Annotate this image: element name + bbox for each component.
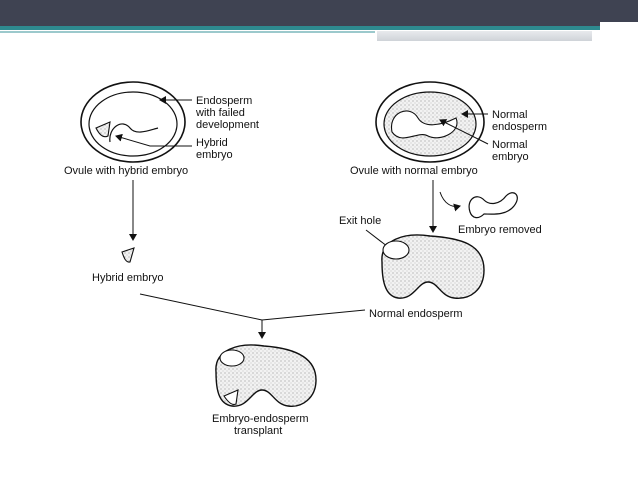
transplant-label-2: transplant <box>234 425 282 437</box>
right-converge-line <box>261 309 366 321</box>
left-endosperm-label-2: with failed <box>195 107 245 119</box>
left-ovule-caption: Ovule with hybrid embryo <box>64 165 188 177</box>
transplanted-hybrid-embryo <box>223 389 239 406</box>
right-embryo-label-2: embryo <box>492 151 529 163</box>
right-embryo-label-1: Normal <box>492 139 527 151</box>
header-accent-line-thin <box>0 31 375 33</box>
hybrid-embryo-label: Hybrid embryo <box>92 272 164 284</box>
hybrid-embryo-in-ovule <box>95 121 111 138</box>
header-accent-block <box>377 31 592 41</box>
exit-hole <box>382 240 410 260</box>
left-endosperm-label-3: development <box>196 119 259 131</box>
removed-normal-embryo <box>468 192 518 219</box>
embryo-removed-arrow <box>439 191 461 212</box>
header-accent-line <box>0 26 600 30</box>
isolated-hybrid-embryo <box>121 247 135 263</box>
left-endosperm-label-1: Endosperm <box>196 95 252 107</box>
right-endosperm-label-2: endosperm <box>492 121 547 133</box>
hybrid-embryo-pointer <box>115 133 192 147</box>
normal-embryo-in-ovule <box>391 110 458 139</box>
normal-endosperm-label: Normal endosperm <box>369 308 463 320</box>
left-embryo-label-1: Hybrid <box>196 137 228 149</box>
normal-endosperm-with-hole <box>381 234 485 299</box>
right-ovule-caption: Ovule with normal embryo <box>350 165 478 177</box>
header-bar <box>0 0 638 26</box>
header-accent-tab <box>600 22 638 34</box>
transplant-label-1: Embryo-endosperm <box>212 413 309 425</box>
normal-embryo-pointer <box>439 119 489 145</box>
embryo-removed-label: Embryo removed <box>458 224 542 236</box>
left-ovule <box>80 81 186 163</box>
exit-hole-label: Exit hole <box>339 215 381 227</box>
right-endosperm-label-1: Normal <box>492 109 527 121</box>
left-converge-line <box>139 293 263 321</box>
right-ovule <box>375 81 485 163</box>
embryo-endosperm-transplant <box>215 344 317 407</box>
left-embryo-label-2: embryo <box>196 149 233 161</box>
